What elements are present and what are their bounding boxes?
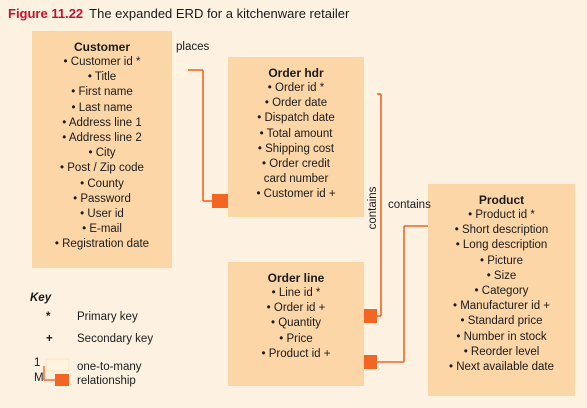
- key-one-marker: [45, 358, 70, 372]
- entity-customer: Customer • Customer id * • Title • First…: [32, 31, 172, 268]
- entity-order-line-title: Order line: [267, 271, 325, 285]
- key-many-label: M: [34, 372, 44, 384]
- attribute: • Post / Zip code: [60, 162, 144, 175]
- attribute: • City: [88, 147, 116, 160]
- key-row-primary: * Primary key: [30, 311, 210, 333]
- key-primary-label: Primary key: [77, 311, 138, 323]
- key-row-secondary: + Secondary key: [30, 333, 210, 355]
- key-relationship-line1: one-to-many: [77, 361, 142, 373]
- attribute: • Total amount: [259, 127, 333, 140]
- key-secondary-symbol: +: [46, 333, 53, 345]
- key-relationship-line2: relationship: [77, 375, 136, 387]
- attribute: card number: [263, 173, 329, 186]
- entity-product-title: Product: [478, 193, 525, 207]
- attribute: • Picture: [479, 254, 523, 267]
- key-legend: Key * Primary key + Secondary key 1 M on…: [30, 292, 210, 393]
- attribute: • Dispatch date: [257, 112, 335, 125]
- attribute: • Customer id *: [63, 56, 141, 68]
- attribute: • Manufacturer id +: [452, 300, 551, 313]
- entity-order-hdr-attributes: • Order id * • Order date • Dispatch dat…: [228, 81, 364, 203]
- attribute: • Long description: [455, 239, 548, 252]
- relationship-label-contains-vertical: contains: [366, 186, 380, 232]
- attribute: • Customer id +: [256, 188, 336, 201]
- attribute: • Shipping cost: [257, 142, 335, 155]
- attribute: • Password: [73, 192, 131, 205]
- entity-customer-title: Customer: [73, 40, 130, 54]
- relationship-label-contains-horizontal: contains: [388, 199, 431, 211]
- attribute: • Order credit: [262, 158, 330, 171]
- relationship-label-contains-vertical-text: contains: [367, 186, 379, 230]
- entity-order-line: Order line • Line id * • Order id + • Qu…: [228, 262, 364, 386]
- attribute: • E-mail: [82, 223, 122, 236]
- attribute: • Line id *: [271, 287, 321, 299]
- figure-number: Figure 11.22: [8, 6, 84, 21]
- attribute: • County: [80, 177, 124, 190]
- attribute: • Standard price: [460, 315, 543, 328]
- entity-product: Product • Product id * • Short descripti…: [428, 184, 575, 396]
- attribute: • Quantity: [270, 317, 322, 330]
- entity-order-line-attributes: • Line id * • Order id + • Quantity • Pr…: [228, 286, 364, 362]
- entity-order-hdr-title: Order hdr: [268, 66, 324, 80]
- key-relationship-text: one-to-many relationship: [77, 360, 142, 388]
- attribute: • Last name: [71, 101, 133, 114]
- entity-order-hdr: Order hdr • Order id * • Order date • Di…: [228, 57, 364, 217]
- attribute: • Registration date: [54, 238, 150, 251]
- attribute: • Order date: [264, 97, 328, 110]
- entity-product-attributes: • Product id * • Short description • Lon…: [428, 208, 575, 375]
- attribute: • Category: [474, 285, 529, 298]
- entity-customer-attributes: • Customer id * • Title • First name • L…: [32, 55, 172, 253]
- key-title: Key: [30, 292, 52, 304]
- key-secondary-label: Secondary key: [77, 333, 154, 345]
- attribute: • First name: [71, 86, 133, 99]
- key-one-label: 1: [34, 357, 41, 369]
- relationship-label-places: places: [176, 41, 210, 53]
- attribute: • Price: [279, 332, 313, 345]
- key-row-relationship: 1 M one-to-many relationship: [30, 355, 210, 393]
- key-primary-symbol: *: [46, 311, 51, 323]
- figure-title: Figure 11.22 The expanded ERD for a kitch…: [8, 6, 349, 21]
- attribute: • Title: [87, 71, 117, 84]
- attribute: • Size: [486, 269, 517, 282]
- attribute: • Short description: [454, 224, 549, 237]
- attribute: • Reorder level: [463, 345, 540, 358]
- figure-caption: The expanded ERD for a kitchenware retai…: [89, 6, 350, 21]
- attribute: • Product id *: [468, 209, 535, 221]
- attribute: • Number in stock: [456, 330, 547, 343]
- attribute: • Address line 1: [62, 116, 142, 129]
- attribute: • Next available date: [448, 361, 555, 374]
- attribute: • Product id +: [261, 347, 331, 360]
- attribute: • User id: [80, 208, 124, 221]
- attribute: • Address line 2: [62, 132, 142, 145]
- attribute: • Order id +: [266, 302, 326, 315]
- key-many-marker: [55, 374, 69, 386]
- attribute: • Order id *: [267, 82, 325, 94]
